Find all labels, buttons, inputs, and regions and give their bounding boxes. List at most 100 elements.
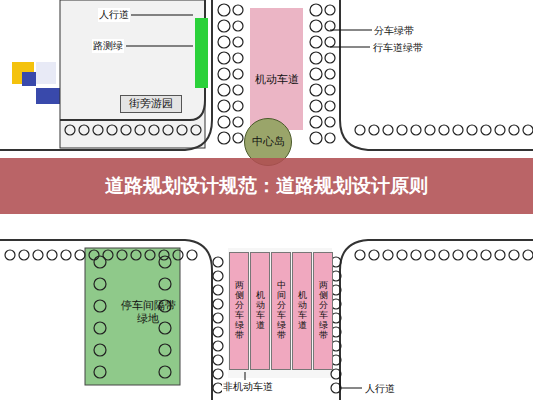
area-label: 街旁游园 [129,98,173,111]
tree-symbol [218,100,230,112]
tree-symbol [159,278,171,290]
tree-symbol [218,52,230,64]
tree-symbol [163,125,173,135]
tree-symbol [233,117,243,127]
tree-symbol [187,250,197,260]
band-label: 两侧分车绿带 [319,281,328,340]
tree-symbol [218,116,230,128]
tree-symbol [383,125,393,135]
tree-symbol [481,125,491,135]
area-label: 停车间隔带 [121,300,176,313]
tree-symbol [509,250,519,260]
tree-symbol [233,69,243,79]
tree-symbol [310,20,322,32]
tree-symbol [325,133,335,143]
tree-symbol [177,125,187,135]
tree-symbol [310,4,322,16]
tree-symbol [355,125,365,135]
band-label: 机动车道 [256,291,265,331]
tree-symbol [213,271,223,281]
area-box: 街旁游园 [120,95,182,113]
tree-symbol [310,36,322,48]
tree-symbol [523,250,533,260]
tree-symbol [495,125,505,135]
tree-symbol [355,250,365,260]
tree-symbol [213,369,223,379]
tree-symbol [425,125,435,135]
area-label: 绿地 [137,313,159,326]
area-label: 机动车道 [255,74,299,87]
tree-symbol [94,366,106,378]
tree-symbol [310,84,322,96]
tree-symbol [233,101,243,111]
tree-symbol [310,52,322,64]
tree-symbol [79,125,89,135]
tree-symbol [149,125,159,135]
tree-symbol [369,250,379,260]
tree-symbol [453,125,463,135]
tree-symbol [411,125,421,135]
tree-symbol [233,37,243,47]
tree-symbol [33,250,43,260]
tree-symbol [213,355,223,365]
tree-symbol [439,250,449,260]
tree-symbol [94,300,106,312]
tree-symbol [453,250,463,260]
tree-symbol [213,313,223,323]
tree-symbol [325,5,335,15]
tree-symbol [75,250,85,260]
lane-band: 两侧分车绿带 [313,252,333,370]
tree-symbol [467,125,477,135]
tree-symbol [233,53,243,63]
tree-symbol [213,257,223,267]
tree-symbol [117,250,127,260]
tree-symbol [94,256,106,268]
tree-symbol [325,85,335,95]
tree-symbol [383,250,393,260]
lane-band: 两侧分车绿带 [229,252,249,370]
tree-symbol [218,132,230,144]
tree-symbol [481,250,491,260]
lane-band: 机动车道 [292,252,312,370]
tree-symbol [159,344,171,356]
tree-symbol [107,125,117,135]
tree-symbol [61,250,71,260]
tree-symbol [19,250,29,260]
band-label: 机动车道 [298,291,307,331]
band-label: 两侧分车绿带 [235,281,244,340]
tree-symbol [325,101,335,111]
tree-symbol [325,69,335,79]
tree-symbol [218,68,230,80]
tree-symbol [425,250,435,260]
callout-label: 非机动车道 [222,380,274,394]
lane-band: 机动车道 [250,252,270,370]
tree-symbol [145,250,155,260]
tree-symbol [411,250,421,260]
tree-symbol [121,125,131,135]
area-label: 中心岛 [252,136,285,149]
tree-symbol [310,116,322,128]
tree-symbol [191,125,201,135]
tree-symbol [159,322,171,334]
tree-symbol [213,327,223,337]
tree-symbol [397,250,407,260]
area-box: 停车间隔带绿地 [112,290,184,336]
tree-symbol [397,125,407,135]
tree-symbol [310,132,322,144]
tree-symbol [94,322,106,334]
callout-label: 行车道绿带 [372,41,424,55]
tree-symbol [233,5,243,15]
tree-symbol [94,344,106,356]
tree-symbol [218,36,230,48]
tree-symbol [173,250,183,260]
tree-symbol [310,68,322,80]
lane-band: 中间分车绿带 [271,252,291,370]
tree-symbol [218,84,230,96]
tree-symbol [218,4,230,16]
tree-symbol [509,125,519,135]
tree-symbol [5,250,15,260]
tree-symbol [213,285,223,295]
tree-symbol [523,125,533,135]
callout-label: 人行道 [98,8,130,22]
